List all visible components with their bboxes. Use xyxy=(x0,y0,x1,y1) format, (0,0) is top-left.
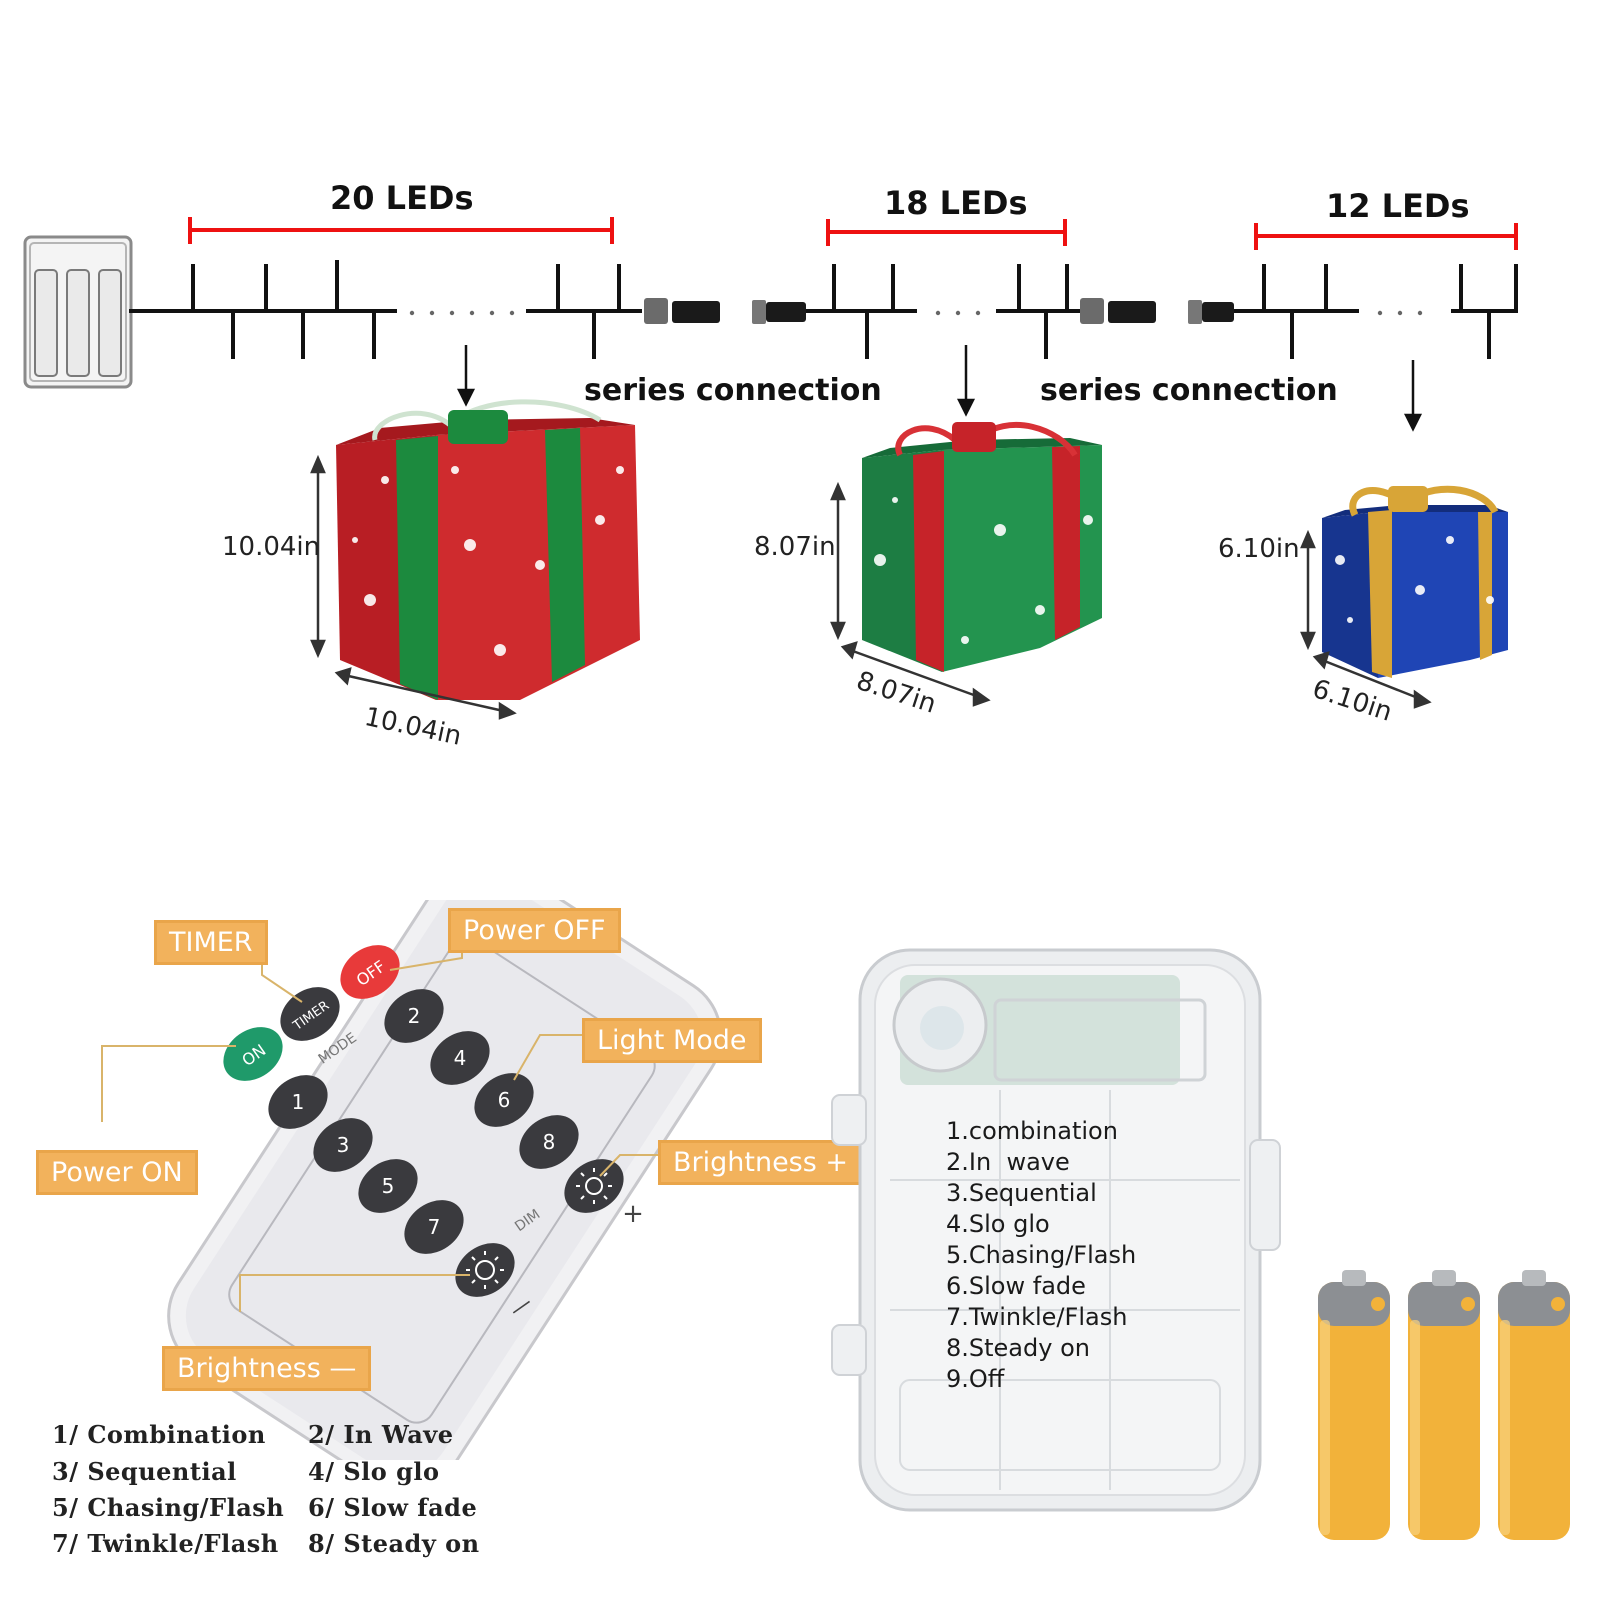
led-string-diagram xyxy=(23,217,1518,720)
box-mode-item: 7.Twinkle/Flash xyxy=(946,1303,1128,1331)
box-mode-item: 3.Sequential xyxy=(946,1179,1097,1207)
power-on-button[interactable]: ON xyxy=(213,1016,293,1092)
series-connector-icon xyxy=(1080,298,1234,324)
dimension-arrow xyxy=(830,481,991,707)
led-wire xyxy=(129,260,1518,359)
box-mode-item: 1.combination xyxy=(946,1117,1118,1145)
mode-button-2[interactable]: 2 xyxy=(374,978,454,1054)
power-off-button[interactable]: OFF xyxy=(330,934,410,1010)
mode-button-7[interactable]: 7 xyxy=(394,1189,474,1265)
mode-legend-item: 6/ Slow fade xyxy=(308,1493,478,1522)
mode-legend-item: 8/ Steady on xyxy=(308,1529,480,1558)
mode-legend-item: 1/ Combination xyxy=(52,1420,266,1449)
svg-text:1: 1 xyxy=(292,1090,305,1114)
led-range-bar xyxy=(188,217,1518,250)
box-height-label: 10.04in xyxy=(222,532,321,562)
svg-text:8: 8 xyxy=(543,1130,556,1154)
battery-box xyxy=(831,948,1281,1512)
callout-leader-line xyxy=(101,947,666,1312)
brightness-down-button[interactable] xyxy=(445,1232,525,1308)
mode-legend-item: 5/ Chasing/Flash xyxy=(52,1493,285,1522)
light-mode-callout: Light Mode xyxy=(582,1018,762,1063)
mode-legend-item: 4/ Slo glo xyxy=(308,1457,440,1486)
mode-button-3[interactable]: 3 xyxy=(303,1107,383,1183)
aa-battery-icon xyxy=(1318,1270,1390,1540)
timer-button[interactable]: TIMER xyxy=(270,976,350,1052)
battery-box-mode-list: 1.combination 2.In wave 3.Sequential 4.S… xyxy=(946,1116,1206,1395)
svg-text:2: 2 xyxy=(408,1004,421,1028)
led-count-label: 12 LEDs xyxy=(1326,187,1470,225)
dimension-arrow xyxy=(310,454,517,720)
led-count-label: 18 LEDs xyxy=(884,184,1028,222)
gift-box-red xyxy=(336,399,640,700)
mode-label: MODE xyxy=(316,1030,360,1068)
aa-battery-icon xyxy=(1408,1270,1480,1540)
power-off-callout: Power OFF xyxy=(448,908,621,953)
mode-button-5[interactable]: 5 xyxy=(348,1148,428,1224)
plus-label: + xyxy=(622,1199,644,1229)
box-mode-item: 8.Steady on xyxy=(946,1334,1090,1362)
box-mode-item: 2.In wave xyxy=(946,1148,1070,1176)
wire-gap-dots xyxy=(409,310,1423,316)
aa-batteries xyxy=(1318,1270,1570,1540)
mode-legend-item: 3/ Sequential xyxy=(52,1457,237,1486)
sun-icon xyxy=(585,1177,603,1195)
mode-legend-item: 7/ Twinkle/Flash xyxy=(52,1529,279,1558)
series-connection-label: series connection xyxy=(1040,373,1338,408)
mode-button-1[interactable]: 1 xyxy=(258,1064,338,1140)
minus-label: — xyxy=(505,1290,537,1323)
mode-button-4[interactable]: 4 xyxy=(420,1020,500,1096)
brightness-up-button[interactable] xyxy=(554,1148,634,1224)
timer-callout: TIMER xyxy=(154,920,268,965)
svg-text:6: 6 xyxy=(498,1088,511,1112)
series-connector-icon xyxy=(644,298,806,324)
gift-box-blue xyxy=(1322,485,1508,678)
led-count-label: 20 LEDs xyxy=(330,179,474,217)
svg-text:5: 5 xyxy=(382,1174,395,1198)
brightness-minus-callout: Brightness — xyxy=(162,1346,372,1391)
box-button-icon[interactable] xyxy=(892,977,988,1073)
box-mode-item: 6.Slow fade xyxy=(946,1272,1086,1300)
box-mode-item: 9.Off xyxy=(946,1365,1005,1393)
power-on-callout: Power ON xyxy=(36,1150,198,1195)
box-height-label: 8.07in xyxy=(754,532,836,562)
mode-button-6[interactable]: 6 xyxy=(464,1062,544,1138)
down-arrow-icon xyxy=(456,345,1423,432)
box-mode-item: 4.Slo glo xyxy=(946,1210,1050,1238)
svg-text:7: 7 xyxy=(428,1215,441,1239)
svg-text:3: 3 xyxy=(337,1133,350,1157)
remote-buttons: ON TIMER OFF MODE 1 2 3 4 5 6 7 8 xyxy=(101,934,666,1323)
box-height-label: 6.10in xyxy=(1218,534,1300,564)
series-connection-label: series connection xyxy=(584,373,882,408)
svg-text:4: 4 xyxy=(454,1046,467,1070)
sun-icon xyxy=(475,1260,495,1280)
dim-label: DIM xyxy=(512,1206,543,1235)
aa-battery-icon xyxy=(1498,1270,1570,1540)
battery-pack-icon xyxy=(23,235,133,389)
mode-button-8[interactable]: 8 xyxy=(509,1104,589,1180)
gift-box-green xyxy=(862,422,1102,672)
dimension-arrow xyxy=(1300,529,1432,709)
box-mode-item: 5.Chasing/Flash xyxy=(946,1241,1137,1269)
mode-legend-item: 2/ In Wave xyxy=(308,1420,454,1449)
